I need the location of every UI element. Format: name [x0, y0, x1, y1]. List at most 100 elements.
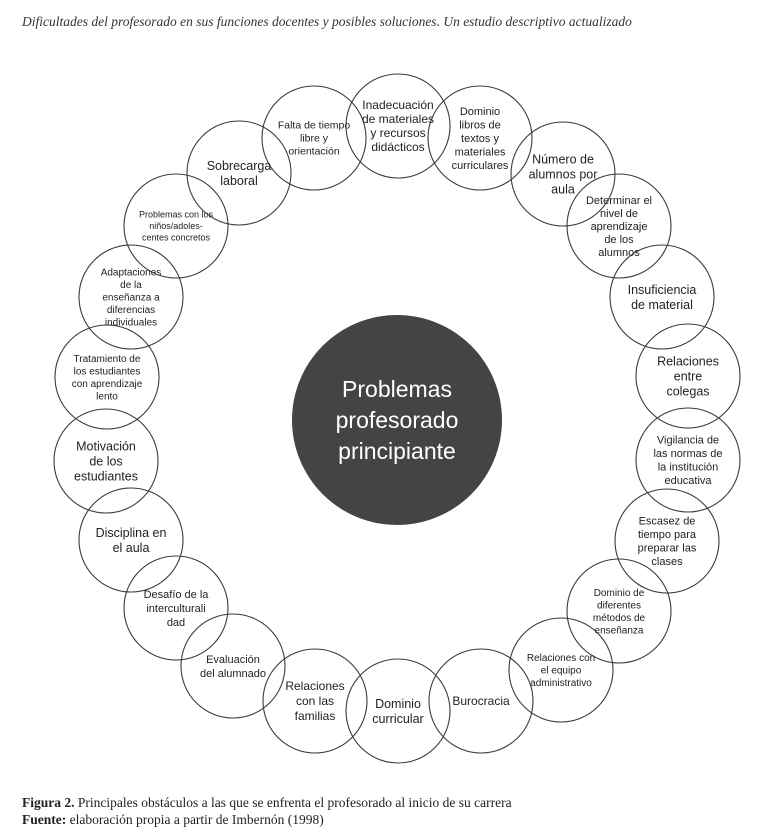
- node-label-line: administrativo: [530, 678, 592, 689]
- node-label-line: niños/adoles-: [149, 221, 203, 231]
- node-desafio: Desafío de la interculturali dad: [123, 555, 229, 661]
- running-title: Dificultades del profesorado en sus func…: [22, 14, 632, 29]
- node-label-line: preparar las: [638, 543, 697, 555]
- node-circle: [53, 408, 159, 514]
- node-label-line: las normas de: [653, 448, 722, 460]
- node-label-line: centes concretos: [142, 233, 211, 243]
- node-label: Desafío de la interculturali dad: [144, 589, 210, 629]
- figure-caption-line: Figura 2. Principales obstáculos a las q…: [22, 794, 512, 811]
- node-circle: [123, 173, 229, 279]
- node-label-line: curricular: [372, 712, 423, 726]
- node-label-line: individuales: [105, 318, 157, 329]
- node-label-line: Determinar el: [586, 195, 652, 207]
- node-label-line: de la: [120, 280, 142, 291]
- node-label-line: didácticos: [371, 140, 424, 154]
- node-label-line: colegas: [666, 384, 709, 398]
- node-label-line: lento: [96, 391, 118, 402]
- node-label-line: Burocracia: [452, 694, 510, 708]
- node-label-line: educativa: [664, 475, 712, 487]
- node-label-line: laboral: [220, 174, 258, 188]
- node-label-line: estudiantes: [74, 469, 138, 483]
- node-label-line: interculturali: [146, 603, 205, 615]
- node-label-line: aula: [551, 182, 575, 196]
- node-label-line: de los: [604, 234, 634, 246]
- source-label: Fuente:: [22, 812, 67, 827]
- node-label-line: orientación: [288, 146, 340, 158]
- node-circle: [78, 487, 184, 593]
- node-label-line: Adaptaciones: [101, 268, 162, 279]
- node-label-line: y recursos: [370, 126, 425, 140]
- node-circle: [635, 323, 741, 429]
- node-label-line: Dominio de: [594, 588, 645, 599]
- node-label: Burocracia: [452, 694, 510, 708]
- node-circle: [614, 488, 720, 594]
- node-label-line: Escasez de: [639, 516, 696, 528]
- node-label-line: métodos de: [593, 613, 646, 624]
- figure-text: Principales obstáculos a las que se enfr…: [74, 795, 512, 810]
- node-label-line: Relaciones: [285, 679, 344, 693]
- node-label-line: dad: [167, 617, 185, 629]
- node-label-line: con aprendizaje: [72, 379, 143, 390]
- node-circle: [566, 558, 672, 664]
- node-circle: [635, 407, 741, 513]
- node-label-line: tiempo para: [638, 529, 697, 541]
- figure-caption: Figura 2. Principales obstáculos a las q…: [22, 794, 512, 828]
- node-label-line: el aula: [113, 541, 150, 555]
- node-label-line: Insuficiencia: [628, 283, 697, 297]
- node-label-line: Inadecuación: [362, 98, 433, 112]
- source-text: elaboración propia a partir de Imbernón …: [66, 812, 324, 827]
- node-label-line: libre y: [300, 133, 329, 145]
- node-label-line: Sobrecarga: [207, 159, 272, 173]
- center-disc: [292, 315, 502, 525]
- node-circle: [345, 73, 451, 179]
- node-circle: [78, 244, 184, 350]
- node-label-line: Desafío de la: [144, 589, 210, 601]
- center-title-line: Problemas: [342, 376, 452, 402]
- node-label-line: la institución: [658, 462, 719, 474]
- node-label-line: Tratamiento de: [74, 354, 141, 365]
- node-label-line: Falta de tiempo: [278, 120, 351, 132]
- node-label-line: nivel de: [600, 208, 638, 220]
- node-label-line: Evaluación: [206, 654, 260, 666]
- node-label-line: diferentes: [597, 600, 641, 611]
- source-line: Fuente: elaboración propia a partir de I…: [22, 811, 512, 828]
- node-label-line: Número de: [532, 152, 594, 166]
- node-label-line: textos y: [461, 133, 499, 145]
- node-label-line: Vigilancia de: [657, 435, 719, 447]
- node-circle: [186, 120, 292, 226]
- center-title-line: principiante: [338, 438, 456, 464]
- node-label-line: de materiales: [362, 112, 434, 126]
- node-label-line: enseñanza: [595, 625, 644, 636]
